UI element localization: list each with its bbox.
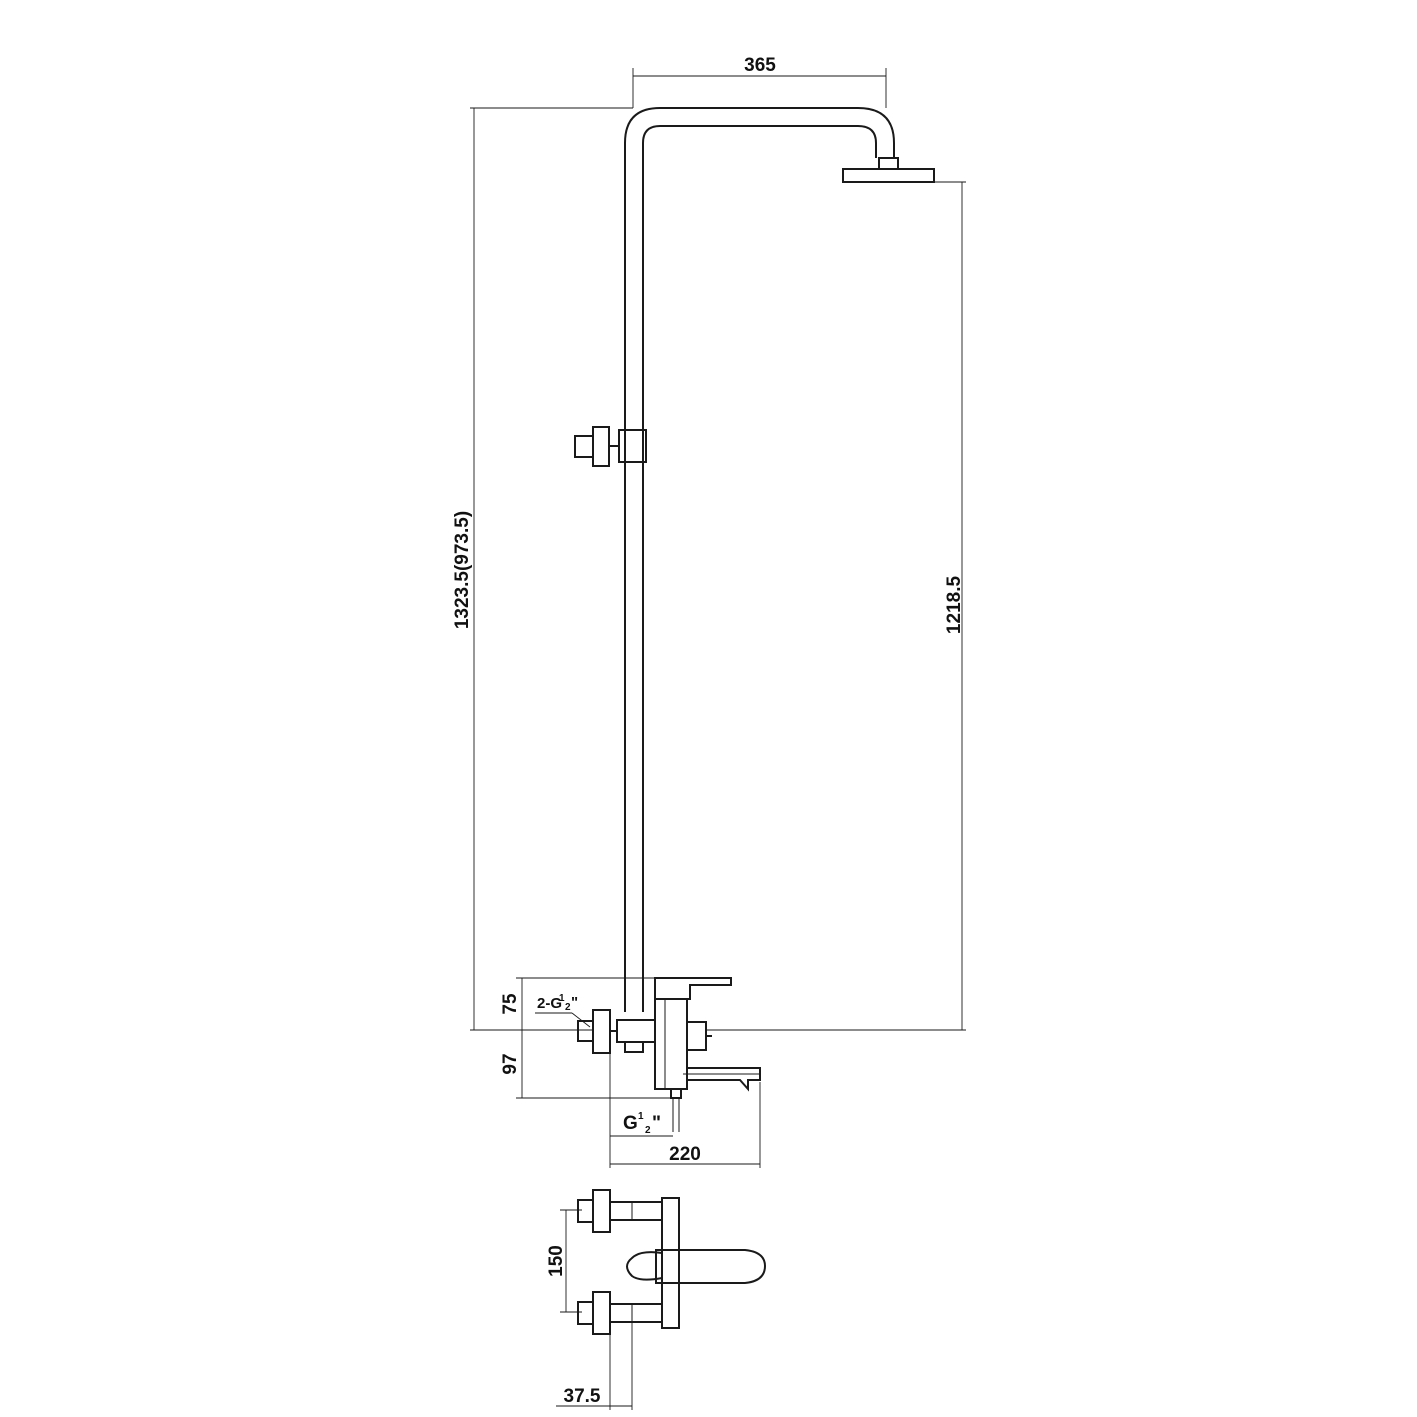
dim-37-5: 37.5 [556,1322,633,1410]
dim-97: 97 [500,1030,671,1099]
outlet-thread-callout: G 1 2 " [610,1111,673,1137]
dim-37-5-label: 37.5 [564,1386,601,1407]
svg-text:1: 1 [638,1111,644,1122]
dim-365: 365 [632,55,887,108]
dim-1218-label: 1218.5 [944,576,965,635]
outlet-thread-label: G [623,1113,638,1134]
dim-220: 220 [609,1050,761,1168]
dim-150: 150 [546,1209,582,1313]
svg-text:": " [652,1113,661,1134]
inlet-thread-label: 2-G [537,995,562,1012]
dim-220-label: 220 [669,1144,701,1165]
svg-text:": " [571,994,578,1011]
slide-bracket [574,426,647,467]
svg-text:2: 2 [565,1002,571,1013]
dim-1323-label: 1323.5(973.5) [452,511,473,629]
svg-text:2: 2 [645,1125,651,1136]
dim-1218: 1218.5 [706,181,966,1031]
dim-75: 75 [500,977,655,1030]
dim-1323: 1323.5(973.5) [452,107,633,1031]
mixer-top-view [577,1189,767,1335]
dim-365-label: 365 [744,55,776,76]
dim-97-label: 97 [500,1053,521,1074]
shower-head [842,157,935,183]
shower-column [624,107,895,1012]
dim-75-label: 75 [500,993,521,1015]
svg-text:1: 1 [559,993,565,1004]
bath-mixer [577,977,761,1132]
inlet-thread-callout: 2-G 1 2 " [535,993,591,1028]
dim-150-label: 150 [546,1245,567,1277]
